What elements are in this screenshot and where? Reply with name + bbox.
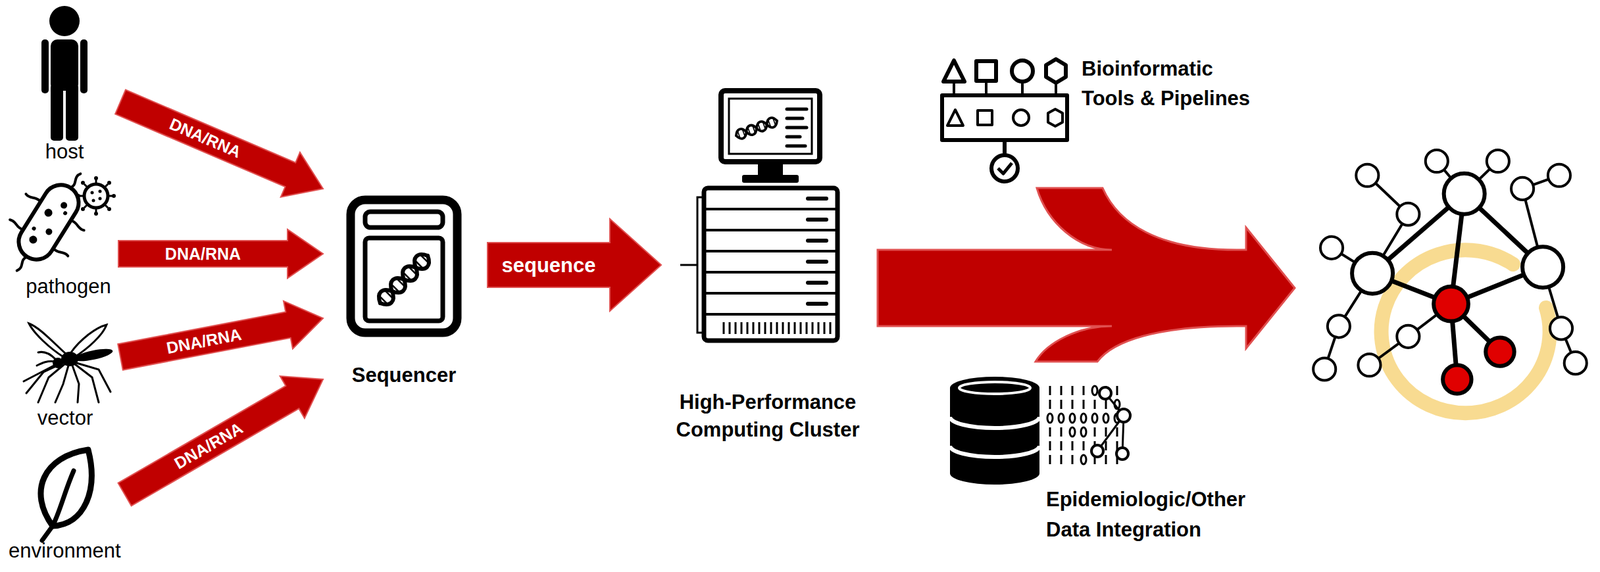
pipeline-icon	[942, 59, 1068, 182]
network-node	[1396, 203, 1420, 226]
network-node	[1351, 253, 1393, 295]
node-label: vector	[19, 406, 112, 431]
pathogen-icon	[0, 155, 116, 290]
network-node	[1357, 353, 1381, 377]
tools-node: Bioinformatic Tools & Pipelines	[938, 53, 1261, 182]
vector-icon	[23, 323, 114, 403]
network-node	[1486, 150, 1510, 173]
node-label: pathogen	[22, 275, 115, 299]
edge-label: DNA/RNA	[165, 246, 241, 263]
network-node	[1550, 317, 1573, 340]
network-node	[1396, 325, 1420, 349]
network-node	[1433, 286, 1469, 322]
node-label: environment	[8, 539, 122, 564]
network-node	[1511, 177, 1534, 200]
network-node	[1442, 365, 1472, 394]
sequencer-node: Sequencer	[341, 196, 467, 388]
block-arrow	[487, 219, 662, 312]
environment-node: environment	[8, 447, 122, 564]
network-node	[1485, 337, 1514, 366]
network-node	[1320, 236, 1343, 260]
hpc-icon	[680, 90, 838, 341]
network-node	[1564, 351, 1587, 375]
node-label: Epidemiologic/Other Data Integration	[1046, 484, 1257, 546]
node-label: Bioinformatic Tools & Pipelines	[1081, 53, 1261, 114]
network-node	[1522, 246, 1564, 288]
block-arrow	[117, 301, 324, 371]
block-arrow	[118, 229, 324, 279]
merge-arrow	[877, 188, 1295, 362]
network-node	[1548, 164, 1571, 187]
pathogen-node: pathogen	[22, 176, 115, 299]
data-node: Epidemiologic/Other Data Integration	[948, 377, 1257, 546]
block-arrow	[118, 376, 324, 506]
node-label: Sequencer	[341, 363, 467, 388]
host-icon	[41, 5, 88, 141]
network-node	[1355, 164, 1379, 187]
edge-label: sequence	[501, 255, 596, 276]
block-arrow	[115, 90, 324, 198]
environment-icon	[40, 450, 92, 541]
network-graph	[1313, 150, 1587, 414]
database-icon	[950, 376, 1131, 485]
network-node	[1444, 173, 1485, 215]
node-label: High-Performance Computing Cluster	[669, 388, 867, 445]
network-node	[1313, 357, 1336, 381]
hpc-node: High-Performance Computing Cluster	[669, 89, 867, 445]
sequencer-icon	[350, 200, 458, 333]
host-node: host	[18, 5, 111, 164]
vector-node: vector	[19, 321, 112, 431]
network-node	[1327, 315, 1350, 338]
network-node	[1425, 150, 1449, 173]
node-label: host	[18, 140, 111, 164]
